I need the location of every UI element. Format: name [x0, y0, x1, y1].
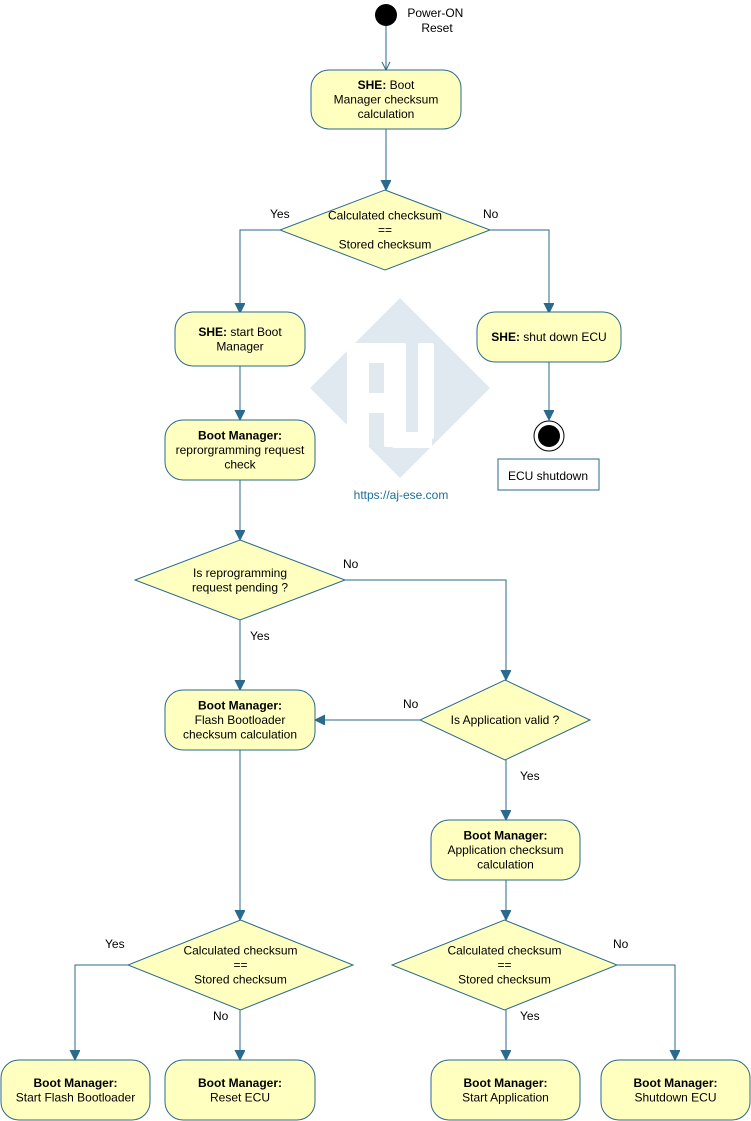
edge-label-reprog-no: No	[343, 557, 359, 571]
checksum-decision-top: Calculated checksum==Stored checksum	[278, 189, 492, 271]
edge-label-top-no: No	[483, 207, 499, 221]
edge-label-left-yes: Yes	[105, 937, 125, 951]
edge-right-no	[617, 964, 675, 1059]
node-shape	[164, 689, 316, 751]
node-text-line: Boot Manager:	[198, 1076, 282, 1090]
node-shape	[418, 679, 592, 761]
edge-left-yes	[75, 964, 128, 1059]
edge-top-no	[490, 229, 549, 312]
node-text-line: request pending ?	[192, 580, 288, 594]
edge-label-left-no: No	[213, 1009, 229, 1023]
node-text-line: SHE: shut down ECU	[491, 330, 606, 344]
edge-label-right-no: No	[613, 937, 629, 951]
shutdown-ecu-node: Boot Manager:Shutdown ECU	[600, 1059, 751, 1121]
node-text-line: Application checksum	[447, 843, 563, 857]
watermark-url[interactable]: https://aj-ese.com	[354, 488, 449, 502]
node-text-line: ==	[233, 958, 247, 972]
node-shape	[164, 1059, 316, 1121]
node-text-line: Stored checksum	[194, 973, 287, 987]
ecu-shutdown-note-box	[497, 458, 600, 491]
end-node	[533, 420, 565, 452]
she-shutdown-ecu-node: SHE: shut down ECU	[476, 311, 622, 363]
start-application-node: Boot Manager:Start Application	[430, 1059, 581, 1121]
node-text-line: Calculated checksum	[183, 944, 297, 958]
node-text-line: Stored checksum	[458, 973, 551, 987]
node-text-line: Shutdown ECU	[634, 1090, 716, 1104]
start-node	[375, 4, 397, 26]
edge-label-right-yes: Yes	[520, 1009, 540, 1023]
reset-ecu-node: Boot Manager:Reset ECU	[164, 1059, 316, 1121]
edge-label-top-yes: Yes	[270, 207, 290, 221]
node-text-line: Calculated checksum	[328, 209, 442, 223]
node-text-line: Boot Manager:	[634, 1076, 718, 1090]
application-valid-decision: Is Application valid ?	[418, 679, 592, 761]
checksum-decision-left: Calculated checksum==Stored checksum	[126, 919, 355, 1011]
node-text-line: Manager checksum	[334, 93, 439, 107]
node-text-line: reprorgramming request	[176, 443, 305, 457]
node-text-line: Boot Manager:	[34, 1076, 118, 1090]
ecu-shutdown-note: ECU shutdown	[508, 469, 588, 483]
node-text-line: calculation	[477, 858, 534, 872]
start-label: Power-ON Reset	[407, 6, 466, 35]
node-text-line: Boot Manager:	[198, 699, 282, 713]
node-shape	[278, 189, 492, 271]
start-flash-bootloader-node: Boot Manager:Start Flash Bootloader	[0, 1059, 151, 1121]
node-shape	[126, 919, 355, 1011]
node-shape	[430, 1059, 581, 1121]
node-text-line: Reset ECU	[210, 1090, 270, 1104]
start-label-line: Power-ON	[407, 6, 463, 20]
node-text-line: SHE: start Boot	[198, 325, 282, 339]
node-text-line: checksum calculation	[183, 728, 297, 742]
node-shape	[476, 311, 622, 363]
node-shape	[600, 1059, 751, 1121]
edge-label-reprog-yes: Yes	[250, 629, 270, 643]
node-shape	[0, 1059, 151, 1121]
node-text-line: ==	[378, 223, 392, 237]
node-text-line: calculation	[358, 107, 415, 121]
node-text-line: Boot Manager:	[198, 429, 282, 443]
edge-label-app-yes: Yes	[520, 769, 540, 783]
edge-reprog-no	[345, 579, 506, 679]
node-text-line: Is reprogramming	[193, 566, 287, 580]
node-text-line: check	[224, 458, 256, 472]
edge-label-app-no: No	[403, 697, 419, 711]
node-text-line: Boot Manager:	[464, 829, 548, 843]
node-text-line: Calculated checksum	[447, 944, 561, 958]
node-text-line: Is Application valid ?	[451, 713, 560, 727]
node-text-line: Manager	[216, 339, 263, 353]
node-text-line: ==	[497, 958, 511, 972]
application-checksum-node: Boot Manager:Application checksumcalcula…	[430, 819, 581, 881]
node-shape	[164, 419, 316, 481]
node-text-line: Boot Manager:	[464, 1076, 548, 1090]
node-shape	[430, 819, 581, 881]
node-shape	[390, 919, 619, 1011]
watermark-logo	[310, 298, 490, 478]
node-text-line: Start Flash Bootloader	[16, 1090, 135, 1104]
node-text-line: Stored checksum	[339, 238, 432, 252]
node-shape	[310, 69, 462, 130]
node-text-line: SHE: Boot	[358, 78, 415, 92]
edge-top-yes	[240, 229, 280, 312]
checksum-decision-right: Calculated checksum==Stored checksum	[390, 919, 619, 1011]
start-label-line: Reset	[421, 21, 453, 35]
node-shape	[133, 539, 347, 621]
node-shape	[174, 311, 306, 367]
node-text-line: Flash Bootloader	[195, 713, 286, 727]
node-text-line: Start Application	[462, 1090, 549, 1104]
